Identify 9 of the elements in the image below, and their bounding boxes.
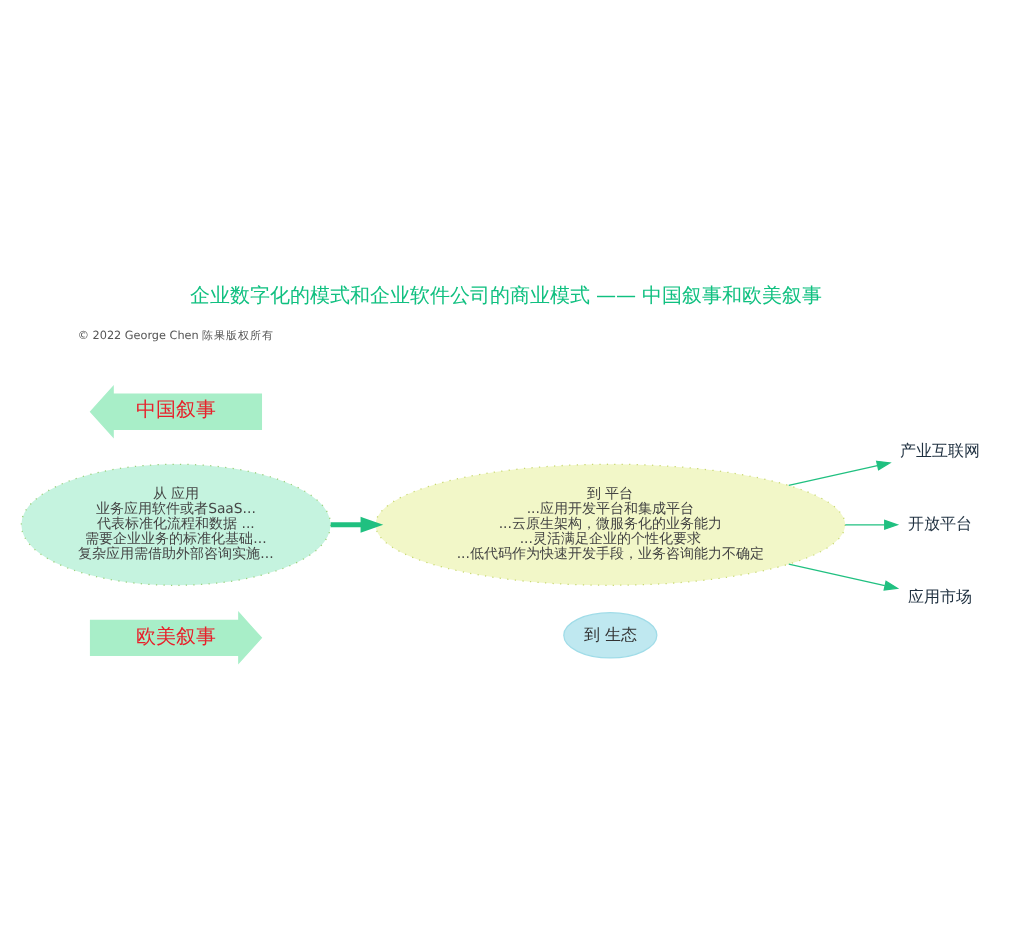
- arrow: [330, 516, 384, 533]
- arrow: [788, 460, 892, 486]
- node-ellipse: 到 生态: [563, 612, 658, 659]
- diagram-title: 企业数字化的模式和企业软件公司的商业模式 —— 中国叙事和欧美叙事: [189, 286, 823, 309]
- arrow: [788, 563, 900, 591]
- arrow: [844, 519, 900, 531]
- node-text: 开放平台: [908, 513, 973, 534]
- node-text: 产业互联网: [900, 440, 981, 461]
- node-text: 应用市场: [908, 585, 973, 606]
